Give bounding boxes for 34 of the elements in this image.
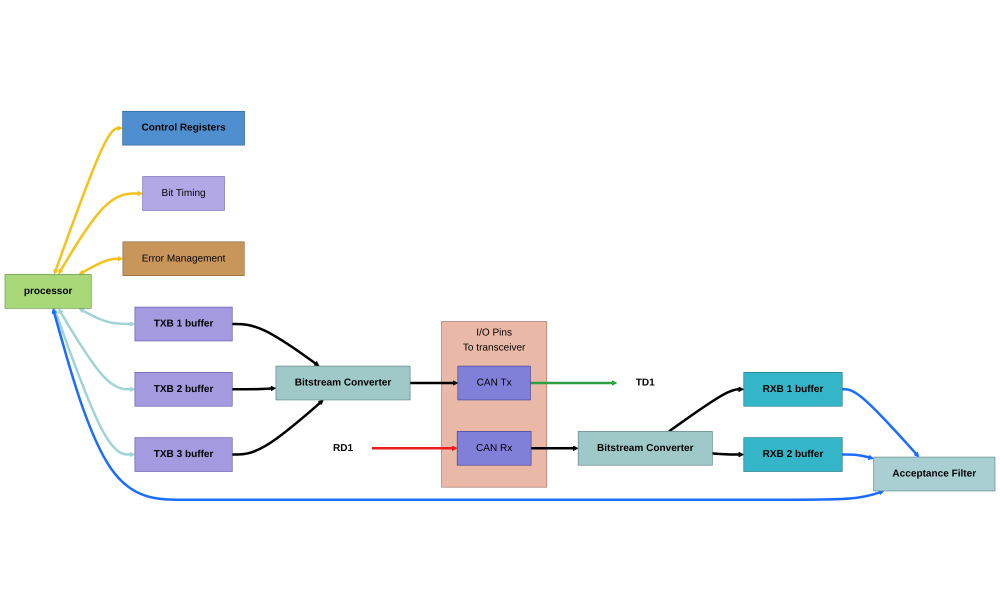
arrow <box>842 388 920 458</box>
node-box: Control Registers <box>122 110 245 146</box>
node-text: TD1 <box>636 377 655 388</box>
node-box: CAN Tx <box>458 366 531 400</box>
arrow <box>372 446 458 452</box>
arrow <box>53 308 136 458</box>
node-box: TXB 1 buffer <box>134 306 233 342</box>
arrow <box>232 322 320 366</box>
arrow <box>53 125 123 274</box>
arrow <box>232 400 324 456</box>
node-box: Bitstream Converter <box>276 366 410 400</box>
arrow <box>52 308 884 501</box>
node-box: Bitstream Converter <box>578 431 713 466</box>
arrow <box>530 380 618 386</box>
node-box: CAN Rx <box>456 431 532 466</box>
arrow <box>78 256 124 275</box>
arrow <box>78 308 136 327</box>
node-box: RXB 1 buffer <box>743 372 843 407</box>
arrow <box>410 380 458 386</box>
arrow <box>842 453 874 460</box>
node-box: TXB 2 buffer <box>134 372 233 407</box>
arrow <box>668 386 744 432</box>
node-text: RD1 <box>332 442 354 454</box>
arrow <box>531 446 578 452</box>
arrow <box>58 190 143 274</box>
node-box: Acceptance Filter <box>873 456 996 492</box>
node-box: TXB 3 buffer <box>134 437 233 472</box>
arrow <box>232 386 276 392</box>
node-box: RXB 2 buffer <box>743 437 843 472</box>
node-box: processor <box>4 274 92 309</box>
arrow <box>712 452 744 458</box>
node-box: Bit Timing <box>142 176 225 211</box>
node-box: Error Management <box>122 241 245 276</box>
arrow <box>58 308 136 392</box>
